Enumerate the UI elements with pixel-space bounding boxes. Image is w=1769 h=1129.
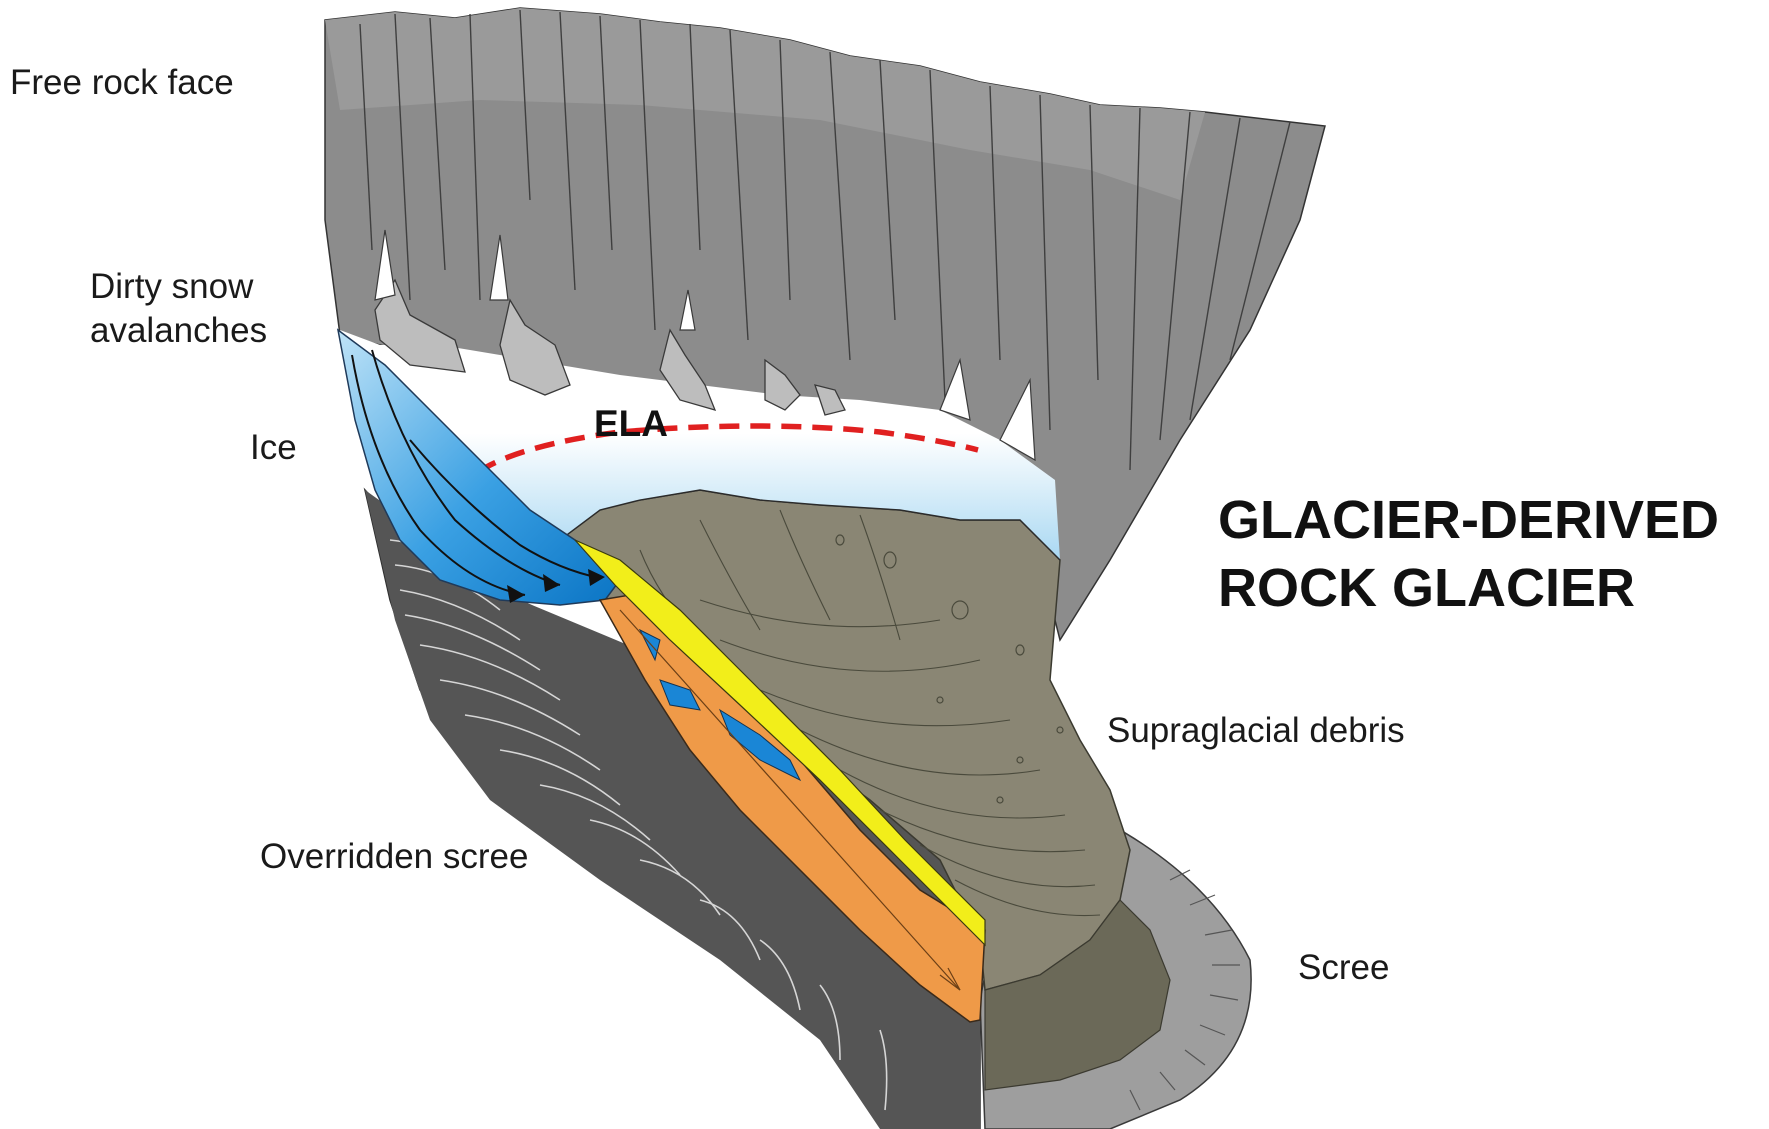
label-overridden-scree: Overridden scree: [260, 837, 528, 876]
label-supraglacial-debris: Supraglacial debris: [1107, 711, 1405, 750]
label-ice: Ice: [250, 428, 297, 467]
label-scree: Scree: [1298, 948, 1389, 987]
title-line1: GLACIER-DERIVED: [1218, 490, 1719, 550]
label-dirty-snow-line1: Dirty snow: [90, 267, 254, 306]
title-line2: ROCK GLACIER: [1218, 558, 1635, 618]
label-dirty-snow-line2: avalanches: [90, 311, 267, 350]
label-free-rock-face: Free rock face: [10, 63, 234, 102]
label-ela: ELA: [594, 403, 668, 444]
